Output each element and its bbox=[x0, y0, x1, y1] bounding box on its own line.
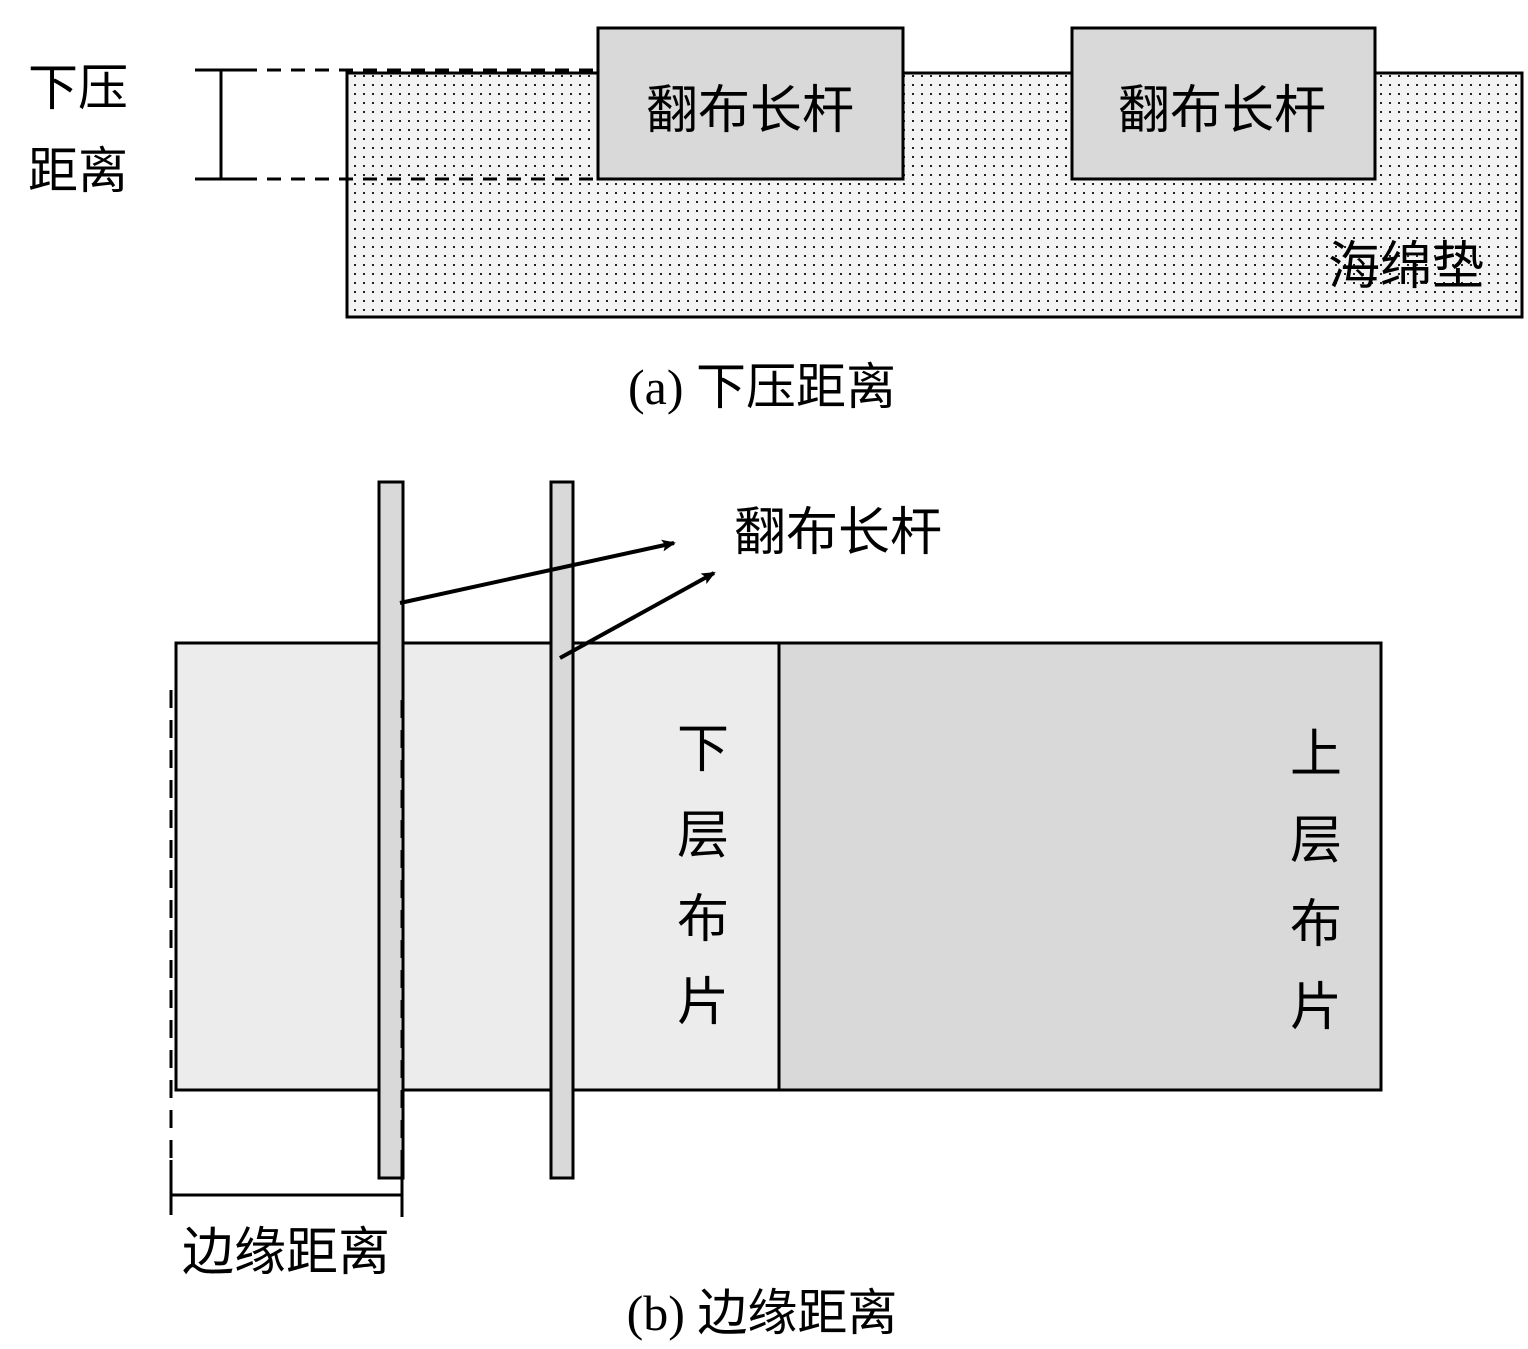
upper-cloth-label: 上 层 布 片 bbox=[1290, 725, 1342, 1038]
lower-cloth-label: 下 层 布 片 bbox=[677, 720, 729, 1033]
upper-cloth-char-3: 布 bbox=[1290, 895, 1342, 955]
upper-cloth-piece bbox=[777, 641, 1383, 1092]
press-distance-label-line2: 距离 bbox=[28, 142, 128, 200]
fabric-bar-right bbox=[1070, 26, 1377, 181]
fabric-bar-label: 翻布长杆 bbox=[734, 503, 942, 563]
fabric-bar-1 bbox=[377, 480, 405, 1180]
caption-b: (b) 边缘距离 bbox=[627, 1285, 898, 1341]
lower-cloth-piece bbox=[174, 641, 781, 1092]
edge-distance-label: 边缘距离 bbox=[182, 1223, 390, 1283]
press-distance-dimension bbox=[195, 68, 245, 181]
fabric-bar-left-label: 翻布长杆 bbox=[646, 81, 854, 141]
lower-cloth-char-1: 下 bbox=[677, 720, 729, 780]
upper-cloth-char-1: 上 bbox=[1290, 725, 1342, 785]
press-distance-label-line1: 下压 bbox=[28, 59, 128, 117]
panel-b: 翻布长杆 下 层 布 片 上 层 布 片 边缘距离 (b) 边缘距离 bbox=[169, 480, 1383, 1341]
sponge-pad-label: 海绵垫 bbox=[1328, 237, 1484, 297]
lower-cloth-char-3: 布 bbox=[677, 890, 729, 950]
caption-a: (a) 下压距离 bbox=[628, 359, 896, 415]
upper-cloth-char-4: 片 bbox=[1290, 978, 1342, 1038]
fabric-bar-left bbox=[596, 26, 905, 181]
lower-cloth-char-2: 层 bbox=[677, 806, 729, 866]
upper-cloth-char-2: 层 bbox=[1290, 811, 1342, 871]
lower-cloth-char-4: 片 bbox=[677, 973, 729, 1033]
fabric-bar-2 bbox=[549, 480, 575, 1180]
fabric-bar-right-label: 翻布长杆 bbox=[1118, 81, 1326, 141]
edge-distance-dimension bbox=[169, 1160, 404, 1217]
panel-a: 下压 距离 翻布长杆 翻布长杆 海绵垫 (a) 下压距离 bbox=[28, 26, 1524, 415]
arrow-bar-2 bbox=[559, 571, 716, 660]
arrow-bar-1 bbox=[399, 539, 676, 605]
